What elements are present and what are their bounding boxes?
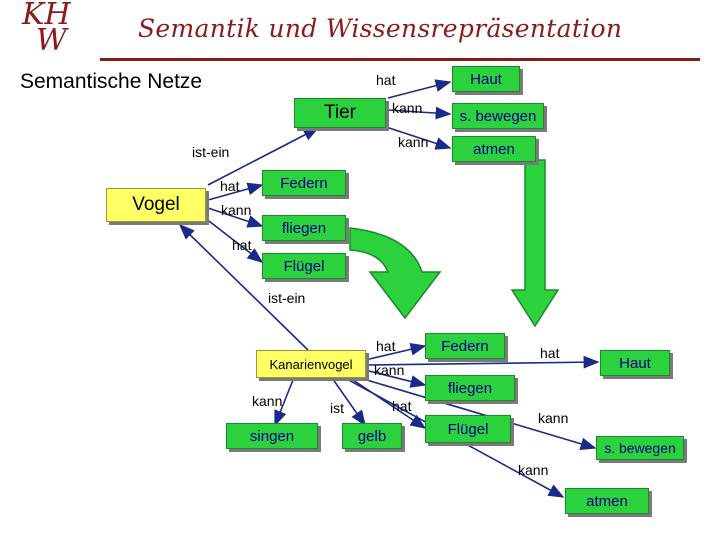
label-ist-ein-mid: ist-ein: [268, 290, 306, 306]
down-arrow-icon: [510, 159, 560, 328]
label-vogel-hat1: hat: [220, 178, 240, 194]
label-kan-kann4: kann: [518, 462, 549, 478]
edge-kan-fliegen: [364, 369, 427, 388]
node-federn-top: Federn: [262, 170, 346, 196]
label-vogel-kann: kann: [221, 202, 252, 218]
node-kanarienvogel: Kanarienvogel: [256, 350, 366, 378]
label-tier-kann2: kann: [398, 134, 429, 150]
edge-kan-singen: [274, 374, 296, 427]
node-atmen-top: atmen: [452, 136, 536, 162]
label-ist-ein-top: ist-ein: [192, 144, 230, 160]
header-title: Semantik und Wissensrepräsentation: [138, 14, 623, 43]
node-fluegel-bottom: Flügel: [425, 415, 511, 443]
edge-kan-haut: [364, 355, 600, 369]
edge-tier-atmen: [379, 124, 452, 150]
logo: KH W: [22, 0, 92, 58]
node-atmen-bottom: atmen: [565, 488, 649, 514]
edge-kan-gelb: [329, 374, 366, 427]
edge-kan-fluegel: [349, 377, 427, 429]
node-vogel: Vogel: [106, 188, 206, 222]
edge-tier-haut: [387, 79, 452, 99]
logo-line-1: KH: [22, 0, 71, 32]
node-federn-bottom: Federn: [425, 333, 505, 359]
node-gelb: gelb: [342, 423, 402, 449]
page-title: Semantische Netze: [20, 70, 203, 93]
node-fliegen-top: fliegen: [262, 215, 346, 241]
curved-arrow-icon: [349, 227, 442, 320]
label-kan-kann2: kann: [252, 393, 283, 409]
label-kan-kann3: kann: [538, 410, 569, 426]
label-tier-hat: hat: [376, 72, 396, 88]
edge-tier-s-bewegen: [387, 106, 452, 120]
node-haut-top: Haut: [452, 66, 520, 92]
edge-vogel-fluegel: [204, 217, 264, 263]
label-kan-ist: ist: [330, 400, 344, 416]
header-divider: [100, 58, 700, 61]
label-vogel-hat2: hat: [232, 237, 252, 253]
node-singen: singen: [226, 423, 318, 449]
edge-vogel-federn: [207, 182, 264, 201]
edge-vogel-tier: [207, 127, 320, 186]
label-kan-kann1: kann: [374, 362, 405, 378]
logo-line-2: W: [36, 23, 67, 58]
node-tier: Tier: [294, 98, 386, 128]
edge-kan-s-bewegen: [359, 377, 597, 451]
label-tier-kann1: kann: [392, 100, 423, 116]
edge-kan-federn: [364, 343, 427, 361]
node-haut-bottom: Haut: [600, 350, 670, 376]
node-fliegen-bottom: fliegen: [425, 375, 515, 401]
label-kan-hat2: hat: [392, 398, 412, 414]
node-s-bewegen-bottom: s. bewegen: [596, 436, 684, 460]
label-kan-hat3: hat: [540, 345, 560, 361]
edge-kanarienvogel-vogel: [178, 223, 309, 351]
node-s-bewegen-top: s. bewegen: [452, 103, 544, 129]
label-kan-hat1: hat: [376, 338, 396, 354]
node-fluegel-top: Flügel: [262, 253, 346, 279]
edge-vogel-fliegen: [207, 207, 264, 228]
